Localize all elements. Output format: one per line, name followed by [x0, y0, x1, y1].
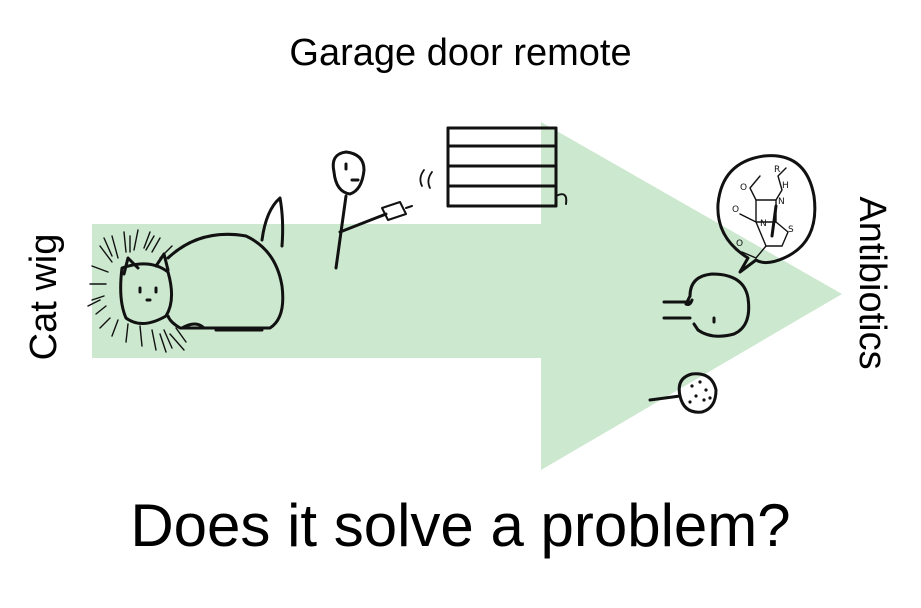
molecule-atom-s: S: [788, 225, 794, 235]
molecule-atom-r: R: [774, 165, 780, 175]
cat-wearing-wig: [87, 196, 285, 353]
garage-door-remote-label: Garage door remote: [289, 32, 632, 74]
molecule-atom-n1: N: [778, 197, 785, 207]
bacterium: [648, 372, 718, 414]
garage-door: [446, 126, 568, 208]
speech-bubble-molecule: O H N O N S O R: [716, 154, 817, 274]
question-caption: Does it solve a problem?: [130, 492, 791, 559]
problem-solving-arrow: [92, 122, 842, 470]
antibiotics-label: Antibiotics: [851, 196, 893, 370]
wig-hair: [87, 229, 187, 353]
molecule-atom-h: H: [782, 181, 789, 191]
molecule-atom-o3: O: [736, 239, 743, 249]
molecule-atom-n2: N: [760, 219, 767, 229]
molecule-atom-o1: O: [740, 183, 747, 193]
person-head: [662, 272, 751, 338]
molecule-atom-o2: O: [732, 205, 739, 215]
cat-wig-label: Cat wig: [23, 233, 65, 361]
person-holding-remote: [331, 150, 433, 270]
